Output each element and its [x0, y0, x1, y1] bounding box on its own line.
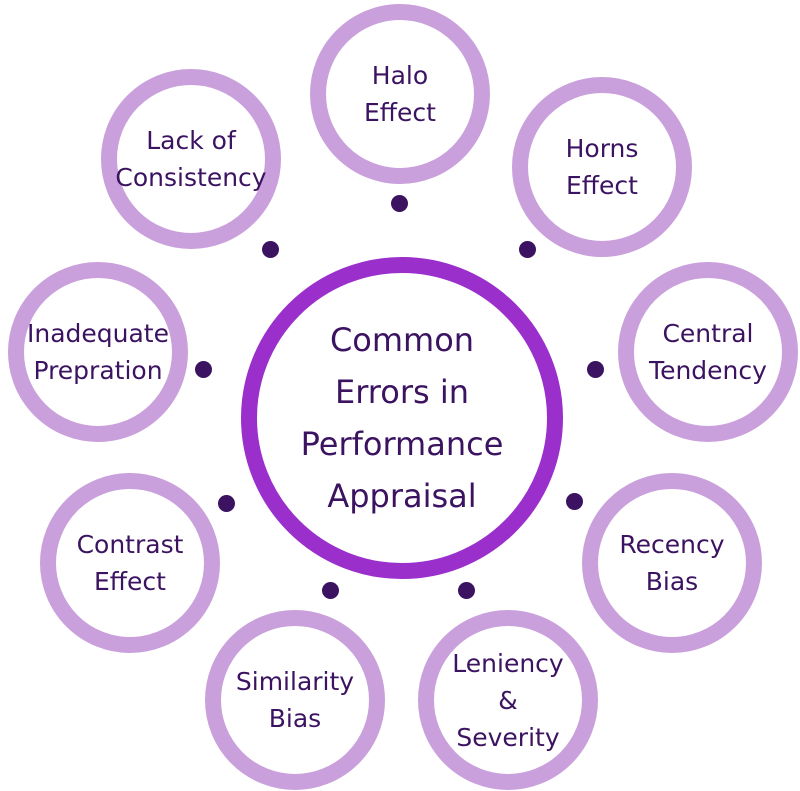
- node-label-line: Lack of: [146, 126, 236, 155]
- node-label: Horns Effect: [566, 130, 639, 204]
- node-label-line: Effect: [94, 567, 166, 596]
- node-label-line: Inadequate: [26, 319, 169, 348]
- node-label-line: Prepration: [33, 356, 163, 385]
- node-label: Leniency & Severity: [452, 645, 563, 756]
- node-label-line: Bias: [268, 704, 322, 733]
- connector-dot: [322, 582, 339, 599]
- node-label: Similarity Bias: [236, 663, 354, 737]
- node-label-line: Effect: [364, 98, 436, 127]
- node-label-line: Similarity: [235, 667, 355, 696]
- node-label: Recency Bias: [619, 526, 724, 600]
- node-contrast-effect: Contrast Effect: [40, 473, 220, 653]
- node-halo-effect: Halo Effect: [310, 4, 490, 184]
- node-label-line: &: [498, 685, 518, 715]
- connector-dot: [218, 495, 235, 512]
- node-label-line: Horns: [565, 134, 639, 163]
- node-leniency-severity: Leniency & Severity: [418, 610, 598, 790]
- node-label: Halo Effect: [364, 57, 436, 131]
- center-circle: Common Errors in Performance Appraisal: [241, 257, 563, 579]
- node-label-line: Severity: [456, 722, 560, 752]
- center-label: Common Errors in Performance Appraisal: [301, 314, 504, 522]
- connector-dot: [566, 493, 583, 510]
- node-horns-effect: Horns Effect: [512, 77, 692, 257]
- connector-dot: [195, 361, 212, 378]
- node-label-line: Contrast: [76, 530, 184, 559]
- connector-dot: [519, 241, 536, 258]
- node-label-line: Recency: [619, 530, 725, 559]
- node-similarity-bias: Similarity Bias: [205, 610, 385, 790]
- node-label-line: Effect: [566, 171, 638, 200]
- node-central-tendency: Central Tendency: [618, 262, 798, 442]
- center-label-line: Appraisal: [327, 477, 477, 515]
- node-label-line: Leniency: [452, 648, 564, 678]
- node-label-line: Central: [662, 319, 754, 348]
- node-label: Contrast Effect: [77, 526, 184, 600]
- center-label-line: Performance: [300, 425, 504, 463]
- connector-dot: [262, 241, 279, 258]
- node-label-line: Halo: [371, 61, 429, 90]
- node-inadequate-prepration: Inadequate Prepration: [8, 262, 188, 442]
- node-label: Central Tendency: [649, 315, 767, 389]
- node-label: Lack of Consistency: [115, 122, 266, 196]
- connector-dot: [391, 195, 408, 212]
- node-label-line: Consistency: [115, 163, 267, 192]
- node-label: Inadequate Prepration: [27, 315, 169, 389]
- node-label-line: Bias: [645, 567, 699, 596]
- node-label-line: Tendency: [649, 356, 767, 385]
- node-recency-bias: Recency Bias: [582, 473, 762, 653]
- connector-dot: [587, 361, 604, 378]
- connector-dot: [458, 582, 475, 599]
- center-label-line: Errors in: [334, 373, 469, 411]
- node-lack-of-consistency: Lack of Consistency: [101, 69, 281, 249]
- center-label-line: Common: [329, 321, 475, 359]
